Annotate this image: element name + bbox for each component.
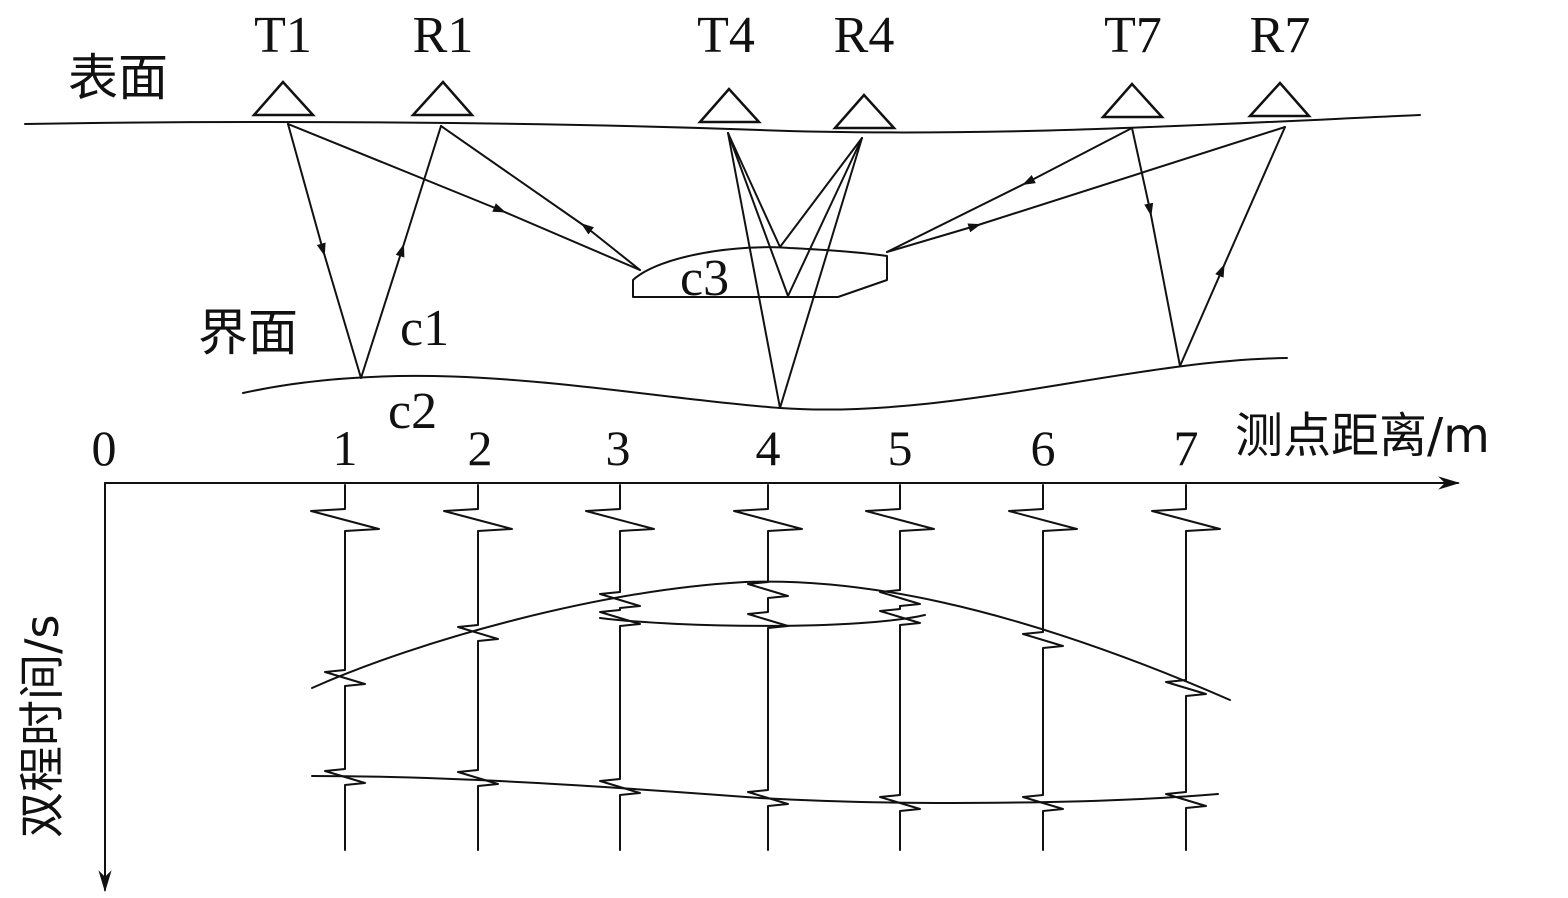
label-c1: c1: [400, 300, 449, 357]
radar-traces: [310, 484, 1221, 851]
label-c2: c2: [388, 383, 437, 440]
tick-label-2: 2: [468, 420, 493, 476]
label-t1: T1: [254, 7, 312, 64]
antenna-t4: [697, 87, 762, 124]
trace-1: [310, 484, 380, 851]
label-r7: R7: [1250, 7, 1311, 64]
surface-label: 表面: [68, 49, 168, 107]
tick-label-3: 3: [606, 420, 631, 476]
tick-label-1: 1: [333, 420, 358, 476]
ray-paths: [287, 123, 1286, 409]
c3-top-reflection: [311, 580, 1231, 701]
interface-label: 界面: [198, 304, 298, 362]
trace-4: [733, 484, 803, 851]
interface-reflection: [311, 775, 1219, 804]
antenna-r1: [410, 80, 475, 117]
label-r4: R4: [834, 7, 895, 64]
c3-anomaly-body: [632, 246, 888, 298]
tick-label-7: 7: [1174, 420, 1199, 476]
tick-label-6: 6: [1031, 420, 1056, 476]
trace-3: [585, 484, 655, 851]
antenna-r7: [1247, 81, 1312, 118]
tick-label-4: 4: [756, 420, 781, 476]
label-r1: R1: [413, 7, 474, 64]
trace-6: [1008, 484, 1078, 851]
tick-label-5: 5: [888, 420, 913, 476]
antenna-r4: [832, 93, 897, 130]
c3-bottom-reflection: [599, 614, 926, 627]
trace-7: [1151, 484, 1221, 851]
trace-5: [865, 484, 935, 851]
radar-profile: 0 1 2 3 4 5 6 7 测点距离/m 双程时间/s: [15, 408, 1490, 893]
antenna-t7: [1100, 82, 1165, 119]
label-t4: T4: [697, 7, 755, 64]
x-axis-title: 测点距离/m: [1235, 408, 1490, 464]
y-axis-title: 双程时间/s: [15, 615, 69, 838]
geological-model: 表面 界面 T1 R1 T4 R4 T7 R7 c1 c2 c3: [24, 7, 1421, 440]
label-t7: T7: [1104, 7, 1162, 64]
label-c3: c3: [680, 250, 729, 307]
ground-surface-line: [24, 114, 1421, 134]
antenna-t1: [251, 80, 316, 117]
trace-2: [443, 484, 513, 851]
tick-label-0: 0: [92, 420, 117, 476]
